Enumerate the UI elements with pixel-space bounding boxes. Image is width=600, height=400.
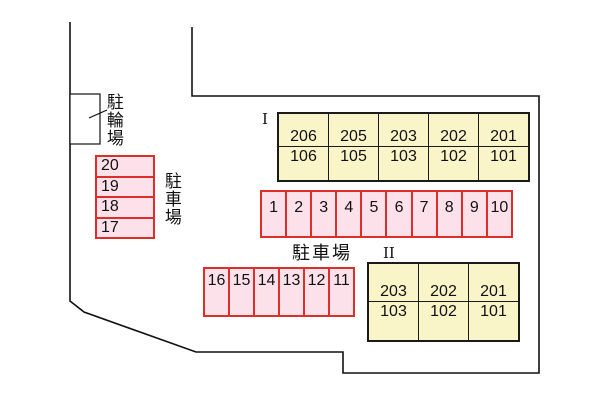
building-2: 203 103 202 102 201 101	[367, 262, 520, 342]
parking-space: 13	[278, 269, 303, 315]
parking-space: 4	[335, 192, 360, 236]
room-cell: 201	[479, 114, 528, 147]
parking-space: 9	[460, 192, 486, 236]
room-cell: 205	[329, 114, 378, 147]
room-cell: 101	[480, 303, 507, 320]
room-cell: 202	[419, 264, 468, 302]
left-parking-label: 駐車場	[161, 172, 181, 226]
parking-space: 18	[97, 196, 153, 217]
parking-space: 2	[285, 192, 310, 236]
parking-space: 20	[101, 157, 119, 175]
building-2-column: 202 102	[418, 264, 468, 340]
parking-space: 5	[360, 192, 385, 236]
parking-row-11-16: 16 15 14 13 12 11	[203, 267, 355, 317]
bicycle-parking-callout-line	[88, 109, 108, 119]
building-1-label: I	[262, 110, 268, 128]
parking-space: 14	[253, 269, 278, 315]
building-1-column: 201 101	[478, 114, 528, 180]
room-cell: 101	[490, 148, 517, 165]
room-cell: 103	[390, 148, 417, 165]
parking-space: 3	[310, 192, 335, 236]
parking-space: 17	[97, 216, 153, 238]
parking-space: 7	[410, 192, 436, 236]
left-parking-block: 20 19 18 17	[95, 155, 155, 239]
bicycle-parking-box	[69, 93, 101, 145]
building-1: 206 106 205 105 203 103 202 102 201 101	[277, 112, 530, 182]
bicycle-parking-label: 駐輪場	[103, 93, 123, 147]
room-cell: 203	[379, 114, 428, 147]
parking-space: 6	[385, 192, 410, 236]
parking-space: 19	[97, 175, 153, 197]
room-cell: 202	[429, 114, 478, 147]
parking-row-1-10: 1 2 3 4 5 6 7 8 9 10	[260, 190, 513, 238]
room-cell: 102	[440, 148, 467, 165]
room-cell: 203	[369, 264, 418, 302]
room-cell: 201	[469, 264, 518, 302]
room-cell: 206	[279, 114, 328, 147]
parking-space: 1	[269, 199, 278, 216]
building-1-column: 205 105	[328, 114, 378, 180]
center-parking-label: 駐車場	[292, 243, 352, 263]
parking-space: 15	[228, 269, 253, 315]
room-cell: 103	[380, 303, 407, 320]
building-2-column: 201 101	[468, 264, 518, 340]
building-2-column: 203 103	[369, 264, 418, 340]
parking-space: 11	[328, 269, 353, 315]
room-cell: 102	[430, 303, 457, 320]
parking-space: 10	[485, 192, 511, 236]
building-1-column: 206 106	[279, 114, 328, 180]
property-boundary-line	[69, 22, 540, 374]
building-1-column: 203 103	[378, 114, 428, 180]
building-1-column: 202 102	[428, 114, 478, 180]
parking-space: 12	[303, 269, 328, 315]
room-cell: 105	[340, 148, 367, 165]
parking-space: 16	[207, 272, 226, 289]
room-cell: 106	[290, 148, 317, 165]
building-2-label: II	[383, 244, 395, 262]
parking-space: 8	[435, 192, 461, 236]
